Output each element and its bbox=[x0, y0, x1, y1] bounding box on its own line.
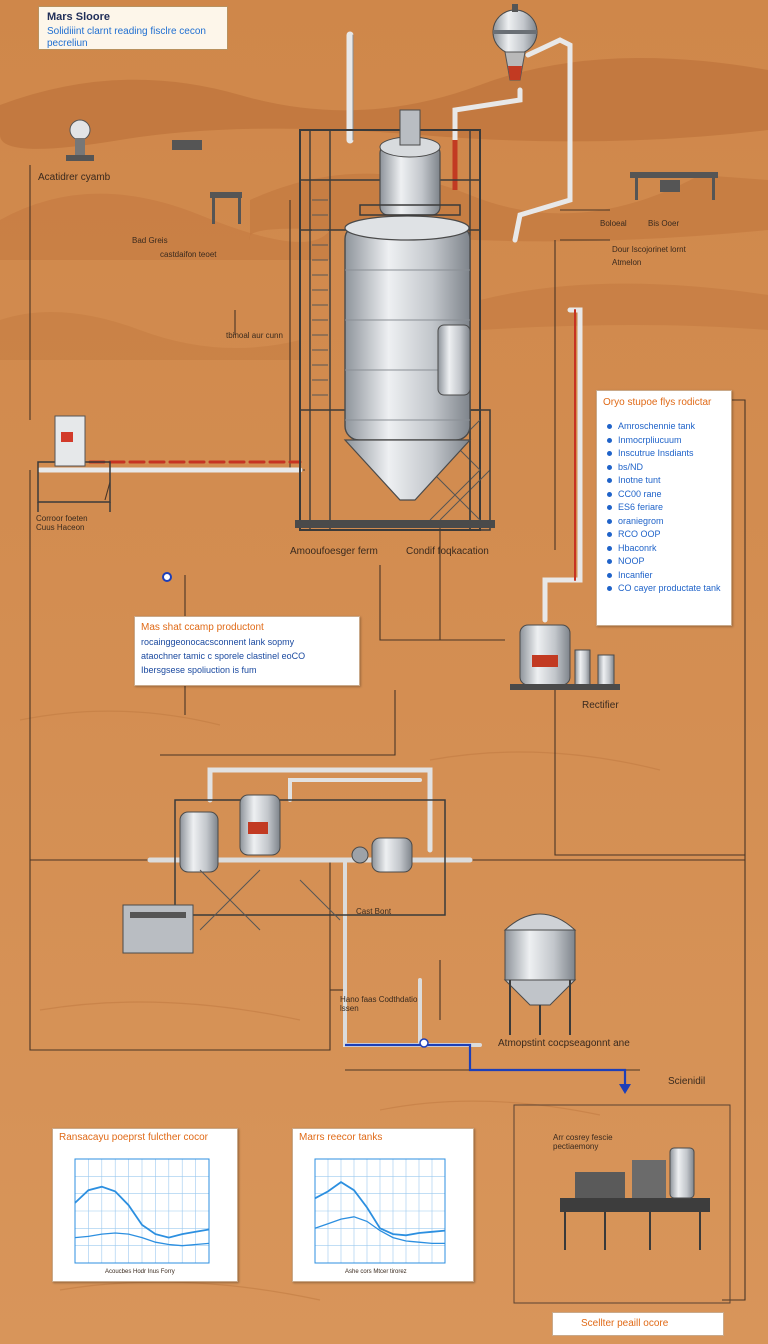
top-sphere-tank-icon bbox=[492, 4, 538, 81]
label-top-right-1: Boloeal bbox=[600, 219, 627, 228]
bullet-icon bbox=[607, 532, 612, 538]
chart-title: Ransacayu poeprst fulcther cocor bbox=[59, 1132, 208, 1143]
bullet-icon bbox=[607, 464, 612, 470]
control-panel-unit bbox=[37, 415, 111, 512]
label-scientific: Scienidil bbox=[668, 1076, 706, 1087]
line-chart bbox=[74, 1158, 210, 1264]
upper-reactor bbox=[359, 109, 461, 216]
chart-panel-left: Ransacayu poeprst fulcther cocor Acoucbe… bbox=[52, 1128, 238, 1282]
chart-title: Marrs reecor tanks bbox=[299, 1132, 383, 1143]
label-tank-left: Amooufoesger ferm bbox=[290, 546, 378, 557]
legend-item: Amroschennie tank bbox=[607, 421, 727, 435]
production-callout: Mas shat ccamp productont rocainggeonoca… bbox=[134, 616, 360, 686]
small-structure-icon bbox=[172, 140, 718, 224]
main-tower bbox=[295, 129, 495, 531]
node-marker bbox=[162, 572, 172, 582]
dunes bbox=[0, 58, 768, 360]
header-box: Mars Sloore Solidiiint clarnt reading fi… bbox=[38, 6, 228, 50]
legend-item: Inmocrpliucuum bbox=[607, 435, 727, 449]
bottom-tag-label: Scellter peaill ocore bbox=[581, 1318, 669, 1329]
chart-xlabel: Acoucbes Hodr Inus Forry bbox=[105, 1269, 175, 1275]
callout-title: Mas shat ccamp productont bbox=[141, 622, 264, 633]
bullet-icon bbox=[607, 478, 612, 484]
bullet-icon bbox=[607, 586, 612, 592]
series-line bbox=[74, 1232, 210, 1247]
bullet-icon bbox=[607, 505, 612, 511]
blue-flow-line bbox=[345, 1043, 627, 1090]
legend-item: NOOP bbox=[607, 556, 727, 570]
legend-item: bs/ND bbox=[607, 462, 727, 476]
bullet-icon bbox=[607, 424, 612, 430]
storage-silo bbox=[503, 913, 577, 1035]
label-pipe-tag: tbinoal aur cunn bbox=[226, 331, 283, 340]
label-left-tag-2: castdaifon teoet bbox=[160, 250, 217, 259]
bullet-icon bbox=[607, 572, 612, 578]
legend-item: Inscutrue Insdiants bbox=[607, 448, 727, 462]
legend-item: Incanfier bbox=[607, 570, 727, 584]
side-reactor bbox=[437, 324, 471, 396]
line-chart bbox=[314, 1158, 446, 1264]
callout-line: ataochner tamic c sporele clastinel eoCO bbox=[141, 651, 306, 661]
science-station bbox=[560, 1147, 710, 1250]
plot-frame bbox=[314, 1158, 446, 1264]
callout-line: Ibersgsese spoliuction is fum bbox=[141, 665, 257, 675]
rectifier-unit bbox=[510, 624, 620, 690]
page-title: Mars Sloore bbox=[47, 11, 110, 23]
legend-list: Amroschennie tank Inmocrpliucuum Inscutr… bbox=[607, 421, 727, 593]
legend-title: Oryo stupoe flys rodictar bbox=[603, 397, 712, 408]
bullet-icon bbox=[607, 559, 612, 565]
label-top-right-2: Bis Ooer bbox=[648, 219, 680, 228]
label-storage: Atmopstint cocpseagonnt ane bbox=[498, 1038, 630, 1049]
callout-line: rocainggeonocacsconnent lank sopmy bbox=[141, 637, 295, 647]
page-subtitle: Solidiiint clarnt reading fisclre cecon … bbox=[47, 26, 206, 49]
label-rectifier: Rectifier bbox=[582, 700, 619, 711]
bullet-icon bbox=[607, 491, 612, 497]
legend-item: Inotne tunt bbox=[607, 475, 727, 489]
bullet-icon bbox=[607, 437, 612, 443]
legend-item: CC00 rane bbox=[607, 489, 727, 503]
chart-xlabel: Ashe cors Mtcer tirorez bbox=[345, 1269, 407, 1275]
bullet-icon bbox=[607, 518, 612, 524]
series-line bbox=[314, 1181, 446, 1237]
label-top-right-4: Atmelon bbox=[612, 258, 642, 267]
label-panel: Corroor foeten Cuus Haceon bbox=[36, 514, 88, 533]
label-auxiliary: Acatidrer cyamb bbox=[38, 172, 111, 183]
node-marker-2 bbox=[419, 1038, 429, 1048]
process-cluster bbox=[122, 794, 446, 954]
blue-flow-arrow bbox=[619, 1084, 631, 1094]
label-tank-right: Condif foqkacation bbox=[406, 546, 489, 557]
legend-item: Hbaconrk bbox=[607, 543, 727, 557]
bottom-tag: Scellter peaill ocore bbox=[552, 1312, 724, 1336]
bullet-icon bbox=[607, 545, 612, 551]
legend-panel: Oryo stupoe flys rodictar Amroschennie t… bbox=[596, 390, 732, 626]
legend-item: ES6 feriare bbox=[607, 502, 727, 516]
legend-item: oraniegrom bbox=[607, 516, 727, 530]
satellite-dish-icon bbox=[66, 119, 94, 161]
bullet-icon bbox=[607, 451, 612, 457]
series-line bbox=[74, 1185, 210, 1239]
label-station: Arr cosrey fescie pectiaemony bbox=[553, 1133, 613, 1152]
legend-item: RCO OOP bbox=[607, 529, 727, 543]
chart-panel-right: Marrs reecor tanks Ashe cors Mtcer tiror… bbox=[292, 1128, 474, 1282]
sand-streaks bbox=[19, 710, 661, 1301]
science-station-frame bbox=[513, 1104, 731, 1304]
label-mid-tags: Hano faas Codthdatio lssen bbox=[340, 995, 418, 1014]
series-line bbox=[314, 1216, 445, 1245]
label-top-right-3: Dour Iscojorinet lornt bbox=[612, 245, 686, 254]
legend-item: CO cayer productate tank bbox=[607, 583, 727, 593]
label-left-tag-1: Bad Greis bbox=[132, 236, 168, 245]
label-plant: Cast Bont bbox=[356, 907, 392, 916]
plot-frame bbox=[74, 1158, 210, 1264]
